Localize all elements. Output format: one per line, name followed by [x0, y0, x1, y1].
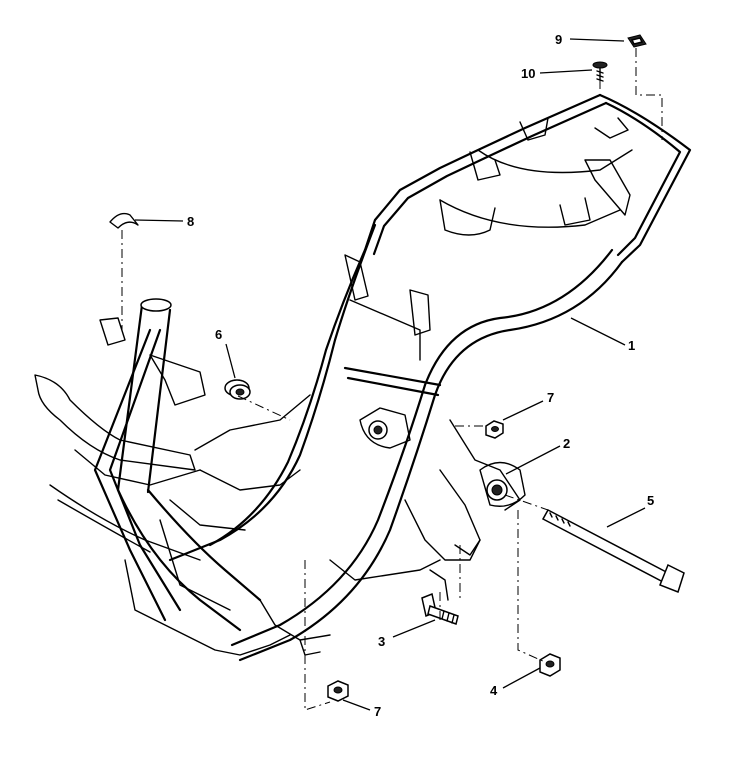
callout-10: 10 [521, 66, 535, 81]
bushing-part [224, 379, 251, 400]
callout-5: 5 [647, 493, 654, 508]
parts [109, 34, 685, 702]
nut-part-upper [485, 420, 504, 439]
callout-1: 1 [628, 338, 635, 353]
leader-lines [134, 38, 646, 711]
callout-7-upper: 7 [547, 390, 554, 405]
main-frame [34, 93, 692, 662]
callout-2: 2 [563, 436, 570, 451]
long-bolt-part [541, 508, 685, 593]
callout-9: 9 [555, 32, 562, 47]
nut-part-lower [539, 653, 561, 677]
callout-4: 4 [490, 683, 498, 698]
callout-7-lower: 7 [374, 704, 381, 719]
assembly-lines [121, 48, 663, 711]
bolt-part [421, 592, 459, 625]
clip-part [109, 212, 139, 229]
callout-labels: 9 10 8 6 1 7 2 5 3 4 7 [187, 32, 654, 719]
engine-mount-bushing-part [486, 479, 508, 501]
callout-3: 3 [378, 634, 385, 649]
nut-part-bottom [327, 680, 349, 702]
callout-8: 8 [187, 214, 194, 229]
screw-part [592, 61, 608, 82]
callout-6: 6 [215, 327, 222, 342]
